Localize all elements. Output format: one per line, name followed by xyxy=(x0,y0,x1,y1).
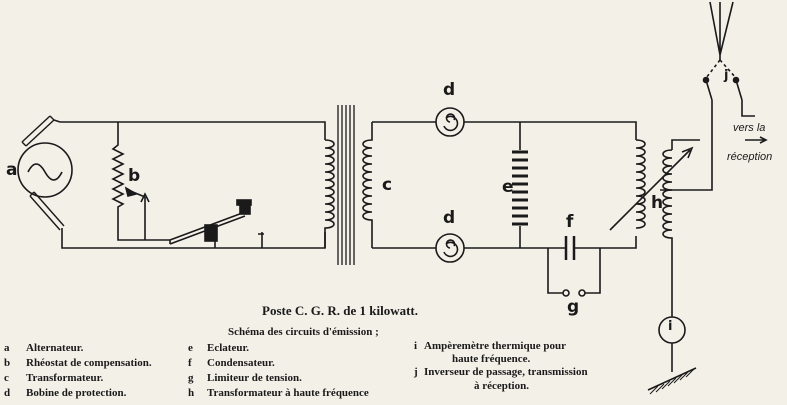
hf-transformer-symbol xyxy=(609,100,713,317)
label-f: f xyxy=(566,212,574,232)
ammeter-symbol xyxy=(658,316,686,372)
legend-key: i xyxy=(414,340,418,352)
legend-key: h xyxy=(188,387,195,399)
label-e: e xyxy=(502,177,514,197)
reception-note-line1: vers la xyxy=(733,122,766,134)
ground-symbol xyxy=(647,367,697,395)
legend-key: d xyxy=(4,387,11,399)
morse-key-symbol xyxy=(169,199,264,248)
label-a: a xyxy=(6,160,18,180)
transformer-c-symbol xyxy=(324,105,373,265)
diagram-subtitle: Schéma des circuits d'émission ; xyxy=(228,326,379,338)
spark-gap-symbol xyxy=(512,122,528,248)
label-d-bottom: d xyxy=(443,208,456,228)
legend-text: Transformateur à haute fréquence xyxy=(207,387,369,399)
legend-key: g xyxy=(188,372,194,384)
legend-text: Ampèremètre thermique pour xyxy=(424,340,566,352)
legend-text: Condensateur. xyxy=(207,357,275,369)
voltage-limiter-symbol xyxy=(547,248,601,297)
protection-coil-top xyxy=(435,107,465,137)
legend-text: Rhéostat de compensation. xyxy=(26,357,152,369)
legend-key: f xyxy=(188,357,192,369)
legend-text: Limiteur de tension. xyxy=(207,372,302,384)
legend-text: Bobine de protection. xyxy=(26,387,127,399)
label-g: g xyxy=(567,297,580,317)
legend-text-cont: à réception. xyxy=(474,380,529,392)
diagram-title: Poste C. G. R. de 1 kilowatt. xyxy=(262,303,418,318)
legend-key: c xyxy=(4,372,9,384)
capacitor-symbol xyxy=(560,236,580,260)
label-h: h xyxy=(651,193,664,213)
legend-text: Alternateur. xyxy=(26,342,84,354)
legend-key: e xyxy=(188,342,193,354)
label-j: j xyxy=(724,68,729,83)
label-d-top: d xyxy=(443,80,456,100)
legend-text: Eclateur. xyxy=(207,342,250,354)
legend-key: b xyxy=(4,357,11,369)
legend-key: a xyxy=(4,342,10,354)
primary-wire xyxy=(60,121,326,249)
protection-coil-bottom xyxy=(435,233,465,263)
legend-text-cont: haute fréquence. xyxy=(452,353,531,365)
label-b: b xyxy=(128,166,141,186)
legend-text: Transformateur. xyxy=(26,372,104,384)
antenna-symbol xyxy=(702,1,768,144)
rheostat-symbol xyxy=(111,122,170,241)
label-i: i xyxy=(668,319,673,334)
reception-note-line2: réception xyxy=(727,151,773,163)
alternator-symbol xyxy=(17,115,73,231)
legend-text: Inverseur de passage, transmission xyxy=(424,366,588,378)
label-c: c xyxy=(382,175,393,195)
legend-key: j xyxy=(414,366,418,378)
secondary-wire xyxy=(372,121,637,249)
